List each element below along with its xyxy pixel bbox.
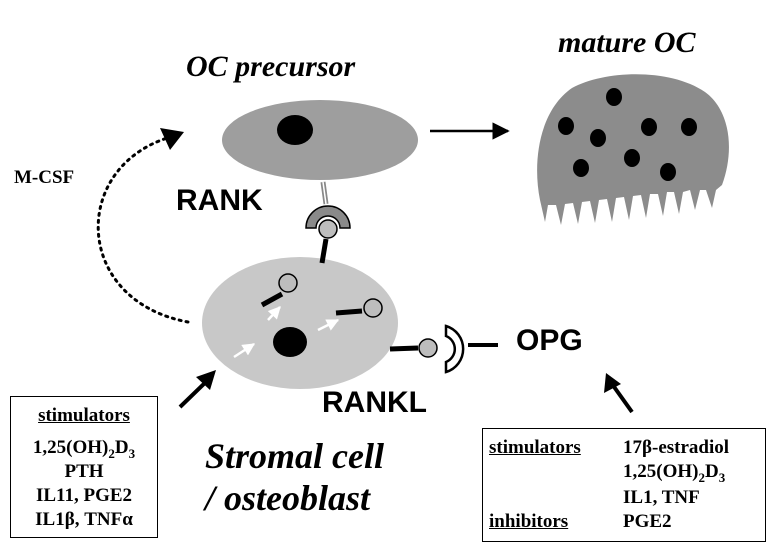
white-arrow [317,318,340,332]
rankl-stem [260,291,284,308]
opg-label: OPG [516,324,583,357]
osteoblast-label: / osteoblast [205,478,371,518]
right-inhibitors-header: inhibitors [489,511,569,532]
rankl-stem [389,345,419,352]
right-stimulators-header: stimulators [489,437,581,458]
rankl-label: RANKL [322,386,427,419]
stromal-cell-label: Stromal cell [205,436,384,476]
rank-receptor [305,205,351,229]
mature-oc-nucleus [641,118,657,136]
m-csf-label: M-CSF [14,167,75,188]
rankl-ligand [418,338,438,358]
white-arrow [267,306,281,321]
mature-oc-nucleus [573,159,589,177]
right-stimulator-item: IL1, TNF [623,487,700,508]
right-stimulator-item: 1,25(OH)2D3 [623,461,726,485]
rankl-ligand [363,298,383,318]
right-regulators-box: stimulators 17β-estradiol 1,25(OH)2D3 IL… [482,428,766,542]
right-stimulator-arrowhead [604,373,621,393]
right-stimulator-arrow [610,382,634,414]
mature-oc-nucleus [590,129,606,147]
rankl-ligand [278,273,298,293]
left-stimulator-item: IL11, PGE2 [35,485,133,506]
left-stimulators-box: stimulators 1,25(OH)2D3 PTH IL11, PGE2 I… [10,396,158,538]
left-stimulator-item: IL1β, TNFα [35,509,133,530]
left-stimulator-arrowhead [196,370,216,390]
stromal-nucleus [273,327,307,357]
mature-oc-nucleus [558,117,574,135]
mature-oc-nucleus [681,118,697,136]
mature-oc-nucleus [624,149,640,167]
rankl-stem [335,308,363,316]
right-inhibitor-item: PGE2 [623,511,672,532]
left-stimulator-item: PTH [64,461,104,482]
oc-precursor-cell [222,100,418,180]
mature-oc-nucleus [606,88,622,106]
left-stimulators-header: stimulators [38,405,130,426]
oc-precursor-label: OC precursor [186,50,356,83]
white-arrow [233,342,256,359]
oc-precursor-nucleus [277,115,313,145]
rankl-ligand [318,219,338,239]
left-stimulator-item: 1,25(OH)2D3 [32,437,136,461]
mature-oc-nucleus [660,163,676,181]
rankl-stem [319,238,329,264]
right-stimulator-item: 17β-estradiol [623,437,730,458]
rank-stalk [322,181,327,205]
m-csf-arrowhead [160,128,184,150]
mature-oc-label: mature OC [558,26,696,59]
opg-receptor [444,324,465,374]
rank-label: RANK [176,184,263,217]
stromal-cell [202,257,398,389]
m-csf-arrow [96,133,190,324]
